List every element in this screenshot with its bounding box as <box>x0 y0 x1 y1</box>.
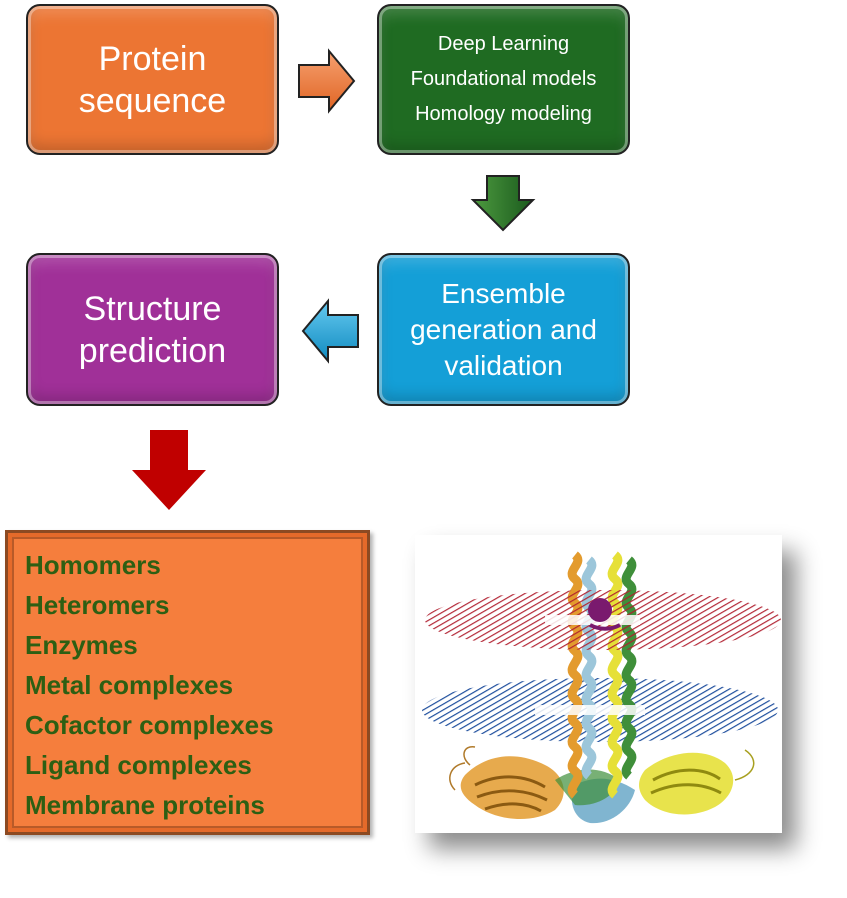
ensemble-line-3: validation <box>444 349 563 381</box>
arrow-right-icon <box>298 48 356 114</box>
protein-structure-illustration <box>422 551 781 824</box>
ensemble-line-1: Ensemble <box>441 277 566 309</box>
list-item-homomers: Homomers <box>25 550 161 580</box>
ensemble-validation-box: Ensemble generation and validation <box>377 253 630 406</box>
protein-sequence-line-1: Protein <box>98 39 207 78</box>
list-item-metal-complexes: Metal complexes <box>25 670 234 700</box>
structure-line-2: prediction <box>78 331 227 370</box>
methods-box: Deep Learning Foundational models Homolo… <box>377 4 630 155</box>
protein-sequence-line-2: sequence <box>78 81 227 120</box>
method-homology-modeling: Homology modeling <box>415 103 592 125</box>
beta-sheet-domains <box>449 746 755 824</box>
ensemble-line-2: generation and <box>410 313 597 345</box>
applications-list: Homomers Heteromers Enzymes Metal comple… <box>5 530 370 835</box>
list-item-heteromers: Heteromers <box>25 590 170 620</box>
list-item-enzymes: Enzymes <box>25 630 138 660</box>
membrane-protein-structure-image <box>415 535 782 833</box>
ligand-sphere-icon <box>588 598 612 622</box>
list-item-ligand-complexes: Ligand complexes <box>25 750 252 780</box>
arrow-down-icon <box>132 430 206 510</box>
channel-gaps <box>535 615 645 715</box>
protein-sequence-box: Protein sequence <box>26 4 279 155</box>
list-item-membrane-proteins: Membrane proteins <box>25 790 265 820</box>
structure-line-1: Structure <box>83 289 222 328</box>
list-item-cofactor-complexes: Cofactor complexes <box>25 710 274 740</box>
structure-prediction-box: Structure prediction <box>26 253 279 406</box>
arrow-down-icon <box>470 175 536 232</box>
method-foundational-models: Foundational models <box>410 68 597 90</box>
arrow-left-icon <box>301 298 359 364</box>
method-deep-learning: Deep Learning <box>437 33 570 55</box>
